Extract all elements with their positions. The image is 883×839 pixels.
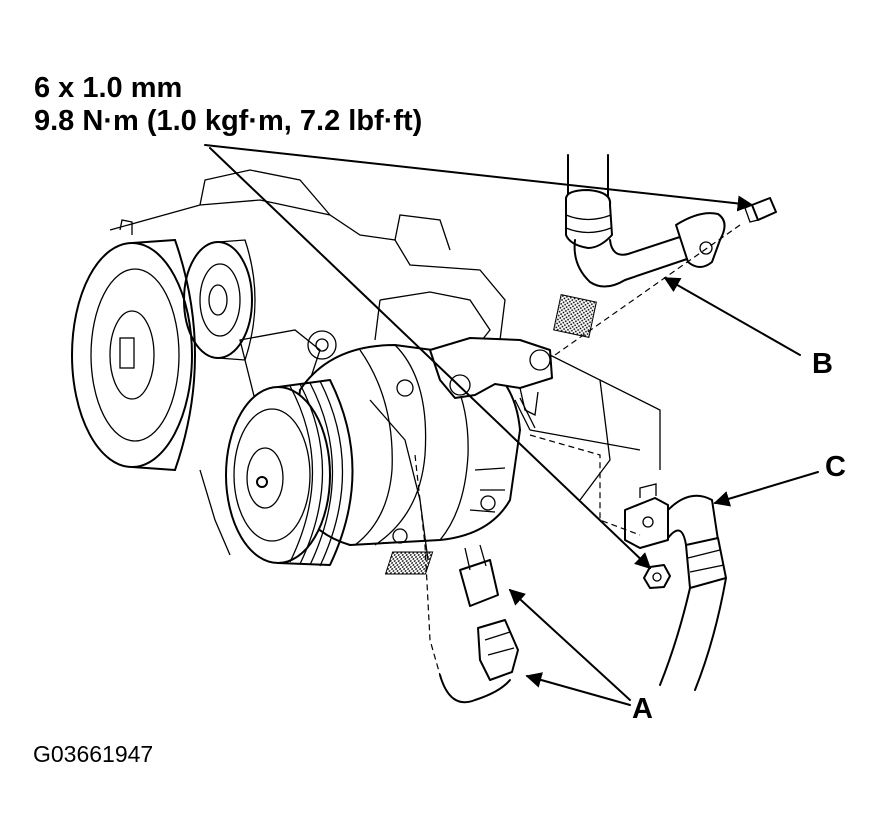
idler-pulley [183, 239, 256, 361]
o-ring-b [553, 294, 597, 338]
compressor-fitting-block [429, 337, 553, 431]
harness-connectors [369, 399, 519, 704]
figure-id: G03661947 [33, 741, 154, 767]
bracket [239, 329, 337, 401]
o-ring-c [384, 551, 434, 575]
engine-block [109, 169, 661, 556]
callout-label-a: A [632, 693, 653, 725]
hose-b [564, 154, 726, 288]
nut [643, 564, 671, 589]
callout-arrows [508, 277, 819, 706]
clutch-pulley [225, 379, 354, 567]
spec-leaders [204, 144, 754, 570]
crank-pulley [71, 239, 196, 471]
bolt-size-spec: 6 x 1.0 mm [34, 72, 183, 104]
callout-label-b: B [812, 348, 833, 380]
callout-label-c: C [825, 451, 846, 483]
torque-spec: 9.8 N·m (1.0 kgf·m, 7.2 lbf·ft) [34, 105, 423, 137]
hose-c [624, 483, 727, 691]
bolt [744, 197, 777, 223]
alignment-lines [529, 224, 741, 536]
